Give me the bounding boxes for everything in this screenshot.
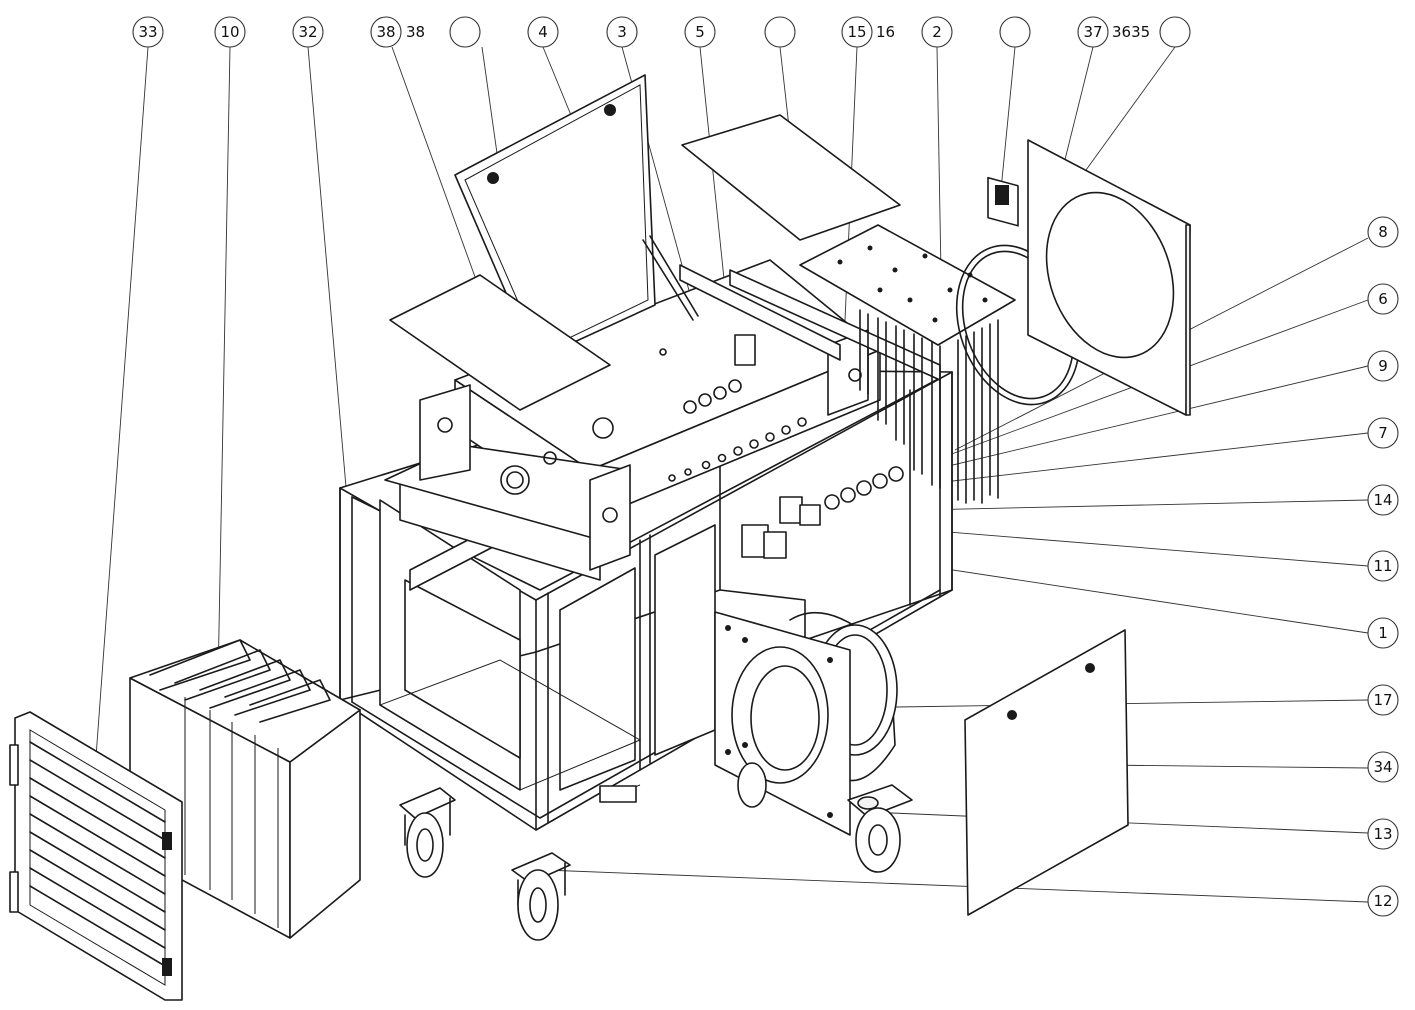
balloon-7: 7 bbox=[1367, 417, 1399, 449]
balloon-15-label: 15 bbox=[847, 23, 866, 41]
balloon-9: 9 bbox=[1367, 350, 1399, 382]
balloon-4: 4 bbox=[527, 16, 559, 48]
balloon-14-label: 14 bbox=[1373, 491, 1392, 509]
balloon-34-label: 34 bbox=[1373, 758, 1392, 776]
balloon-8-label: 8 bbox=[1378, 223, 1388, 241]
balloon-callouts: 33 10 32 38 38 4 3 5 15 16 2 37 3635 8 6… bbox=[132, 16, 1399, 917]
balloon-38: 38 bbox=[370, 16, 402, 48]
balloon-10-label: 10 bbox=[220, 23, 239, 41]
balloon-blank-2 bbox=[764, 16, 796, 48]
side-panel bbox=[964, 629, 1129, 916]
cable-glands-top bbox=[683, 379, 742, 414]
balloon-37-label: 37 bbox=[1083, 23, 1102, 41]
balloon-12-label: 12 bbox=[1373, 892, 1392, 910]
balloon-33-label: 33 bbox=[138, 23, 157, 41]
cover-plates bbox=[389, 114, 901, 411]
balloon-3635-label: 3635 bbox=[1112, 23, 1150, 41]
balloon-9-label: 9 bbox=[1378, 357, 1388, 375]
balloon-12: 12 bbox=[1367, 885, 1399, 917]
balloon-8: 8 bbox=[1367, 216, 1399, 248]
balloon-2-label: 2 bbox=[932, 23, 942, 41]
balloon-13-label: 13 bbox=[1373, 825, 1392, 843]
balloon-1: 1 bbox=[1367, 617, 1399, 649]
balloon-32: 32 bbox=[292, 16, 324, 48]
balloon-blank-3 bbox=[999, 16, 1031, 48]
front-panel-holes bbox=[500, 417, 807, 495]
balloon-6: 6 bbox=[1367, 283, 1399, 315]
balloon-37: 37 bbox=[1077, 16, 1109, 48]
heater-bolt-holes bbox=[837, 245, 988, 323]
balloon-5-label: 5 bbox=[695, 23, 705, 41]
balloon-2: 2 bbox=[921, 16, 953, 48]
balloon-38-label: 38 bbox=[376, 23, 395, 41]
balloon-14: 14 bbox=[1367, 484, 1399, 516]
hinged-lid bbox=[454, 74, 699, 361]
glands-and-connectors bbox=[741, 466, 904, 559]
balloon-10: 10 bbox=[214, 16, 246, 48]
balloon-13: 13 bbox=[1367, 818, 1399, 850]
balloon-33: 33 bbox=[132, 16, 164, 48]
balloon-6-label: 6 bbox=[1378, 290, 1388, 308]
balloon-11-label: 11 bbox=[1373, 557, 1392, 575]
balloon-34: 34 bbox=[1367, 751, 1399, 783]
balloon-17-label: 17 bbox=[1373, 691, 1392, 709]
balloon-1-label: 1 bbox=[1378, 624, 1388, 642]
louvre-damper bbox=[9, 711, 183, 1001]
castor-rear-right bbox=[737, 762, 767, 808]
castor-rear-left bbox=[399, 787, 456, 878]
balloon-5: 5 bbox=[684, 16, 716, 48]
leader-lines bbox=[95, 46, 1369, 903]
heater-element bbox=[799, 224, 1016, 504]
balloon-16-label: 16 bbox=[876, 23, 895, 41]
heater-rods bbox=[859, 309, 999, 504]
balloon-32-label: 32 bbox=[298, 23, 317, 41]
balloon-38-extra-label: 38 bbox=[406, 23, 425, 41]
balloon-3: 3 bbox=[606, 16, 638, 48]
castor-front-left bbox=[511, 852, 571, 941]
balloon-15: 15 bbox=[841, 16, 873, 48]
flange-assembly bbox=[955, 139, 1191, 416]
castor-front-right bbox=[847, 784, 913, 873]
balloon-17: 17 bbox=[1367, 684, 1399, 716]
balloon-4-label: 4 bbox=[538, 23, 548, 41]
balloon-blank-1 bbox=[449, 16, 481, 48]
balloon-blank-4 bbox=[1159, 16, 1191, 48]
balloon-7-label: 7 bbox=[1378, 424, 1388, 442]
balloon-11: 11 bbox=[1367, 550, 1399, 582]
control-box bbox=[384, 259, 941, 581]
castors bbox=[399, 762, 913, 941]
balloon-3-label: 3 bbox=[617, 23, 627, 41]
